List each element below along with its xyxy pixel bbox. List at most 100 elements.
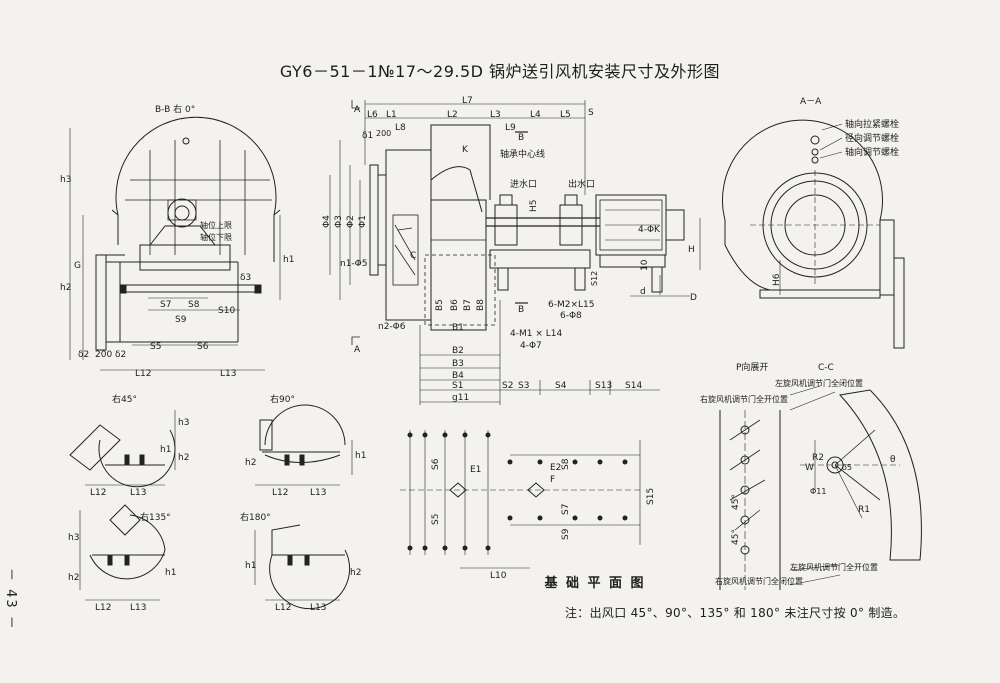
dim-200: 200 [95,350,112,360]
dim-90-h2: h2 [245,458,256,468]
note-shaft-upper: 轴位上限 [200,220,232,230]
note-shaft-lower: 轴位下限 [200,232,232,242]
dim-45-h1: h1 [160,445,171,455]
dim-g11: g11 [452,393,469,403]
dim-180-l13: L13 [310,603,326,613]
section-s: S [588,108,594,118]
label-right-135: 右135° [140,511,171,523]
dim-90-l12: L12 [272,488,288,498]
dim-f-l10: L10 [490,571,507,581]
section-a-top: A [354,105,361,115]
dim-l13: L13 [220,369,236,379]
dim-h: H [688,245,695,255]
dim-l5: L5 [560,110,571,120]
dim-s13: S13 [595,381,612,391]
dim-f-s9: S9 [561,528,571,540]
dim-4-phi7: 4-Φ7 [520,341,542,351]
view-main [329,100,701,405]
foundation-plan [400,430,641,569]
dim-p-45-b: 45° [731,529,741,545]
dim-b6: B6 [450,299,460,311]
dim-135-h3: h3 [68,533,79,543]
dim-s5: S5 [150,342,161,352]
dim-l6: L6 [367,110,378,120]
dim-f-s6: S6 [431,458,441,470]
dim-l3: L3 [490,110,501,120]
dim-180-h1: h1 [245,561,256,571]
note-right-open: 右旋风机调节门全开位置 [700,394,788,404]
label-view-cc: C-C [818,363,834,373]
dim-6-m2-l15: 6-M2×L15 [548,300,594,310]
dim-4-m1-l14: 4-M1 × L14 [510,329,562,339]
dim-f-f: F [550,475,555,485]
dim-b1: B1 [452,323,464,333]
dim-90-h1: h1 [355,451,366,461]
dim-s8: S8 [188,300,200,310]
view-right-135 [79,504,166,601]
note-left-closed: 左旋风机调节门全闭位置 [775,378,863,388]
dim-l4: L4 [530,110,541,120]
dim-l8: L8 [395,123,406,133]
dim-s9: S9 [175,315,187,325]
dim-delta1: δ1 [362,131,373,141]
page-title: GY6－51－1№17～29.5D 锅炉送引风机安装尺寸及外形图 [279,62,721,81]
dim-f-s15: S15 [646,488,656,505]
dim-h3: h3 [60,175,71,185]
dim-l12: L12 [135,369,151,379]
dim-l1: L1 [386,110,397,120]
view-aa [722,119,905,349]
label-right-90: 右90° [270,393,295,405]
note-bearing-centerline: 轴承中心线 [500,148,545,160]
dim-b4: B4 [452,371,464,381]
dim-b8: B8 [476,299,486,311]
dim-f-e1: E1 [470,465,481,475]
label-view-aa: A－A [800,97,822,107]
dim-g: G [74,261,81,271]
dim-phi1: Φ1 [358,215,368,228]
section-b-top: B [518,133,524,143]
label-right-180: 右180° [240,511,271,523]
dim-10: 10 [640,259,650,271]
dim-b2: B2 [452,346,464,356]
dim-s2: S2 [502,381,513,391]
dim-c: C [410,251,416,261]
note-water-inlet: 进水口 [510,178,537,190]
dim-45-l12: L12 [90,488,106,498]
note-right-closed: 右旋风机调节门全闭位置 [715,576,803,586]
dim-d-small: d [640,287,646,297]
dim-n2-phi6: n2-Φ6 [378,322,406,332]
dim-135-l12: L12 [95,603,111,613]
dim-45-h3: h3 [178,418,189,428]
dim-delta2-right: δ2 [115,350,126,360]
footnote: 注：出风口 45°、90°、135° 和 180° 未注尺寸按 0° 制造。 [565,606,906,620]
dim-s6: S6 [197,342,209,352]
dim-h5: H5 [529,200,539,213]
foundation-holes [407,432,628,551]
dim-d-big: D [690,293,697,303]
dim-n1-phi5: n1-Φ5 [340,259,368,269]
dim-l2: L2 [447,110,458,120]
label-right-45: 右45° [112,393,137,405]
note-water-outlet: 出水口 [568,178,595,190]
section-b-bottom: B [518,305,524,315]
dim-h2: h2 [60,283,71,293]
dim-phi3: Φ3 [334,215,344,228]
dim-135-l13: L13 [130,603,146,613]
dim-s4: S4 [555,381,567,391]
view-bb [69,116,281,371]
view-right-180 [254,524,351,610]
dim-s3: S3 [518,381,529,391]
dim-h6: H6 [772,273,782,286]
dim-h1: h1 [283,255,294,265]
dim-l9: L9 [505,123,516,133]
dim-f-s8: S8 [561,458,571,470]
dim-s14: S14 [625,381,642,391]
page-number: － 43 － [3,568,18,631]
dim-90-l13: L13 [310,488,326,498]
note-left-open: 左旋风机调节门全开位置 [790,562,878,572]
dim-f-e2: E2 [550,463,561,473]
dim-s10: S10 [218,306,235,316]
dim-cc-w: W [805,463,814,473]
